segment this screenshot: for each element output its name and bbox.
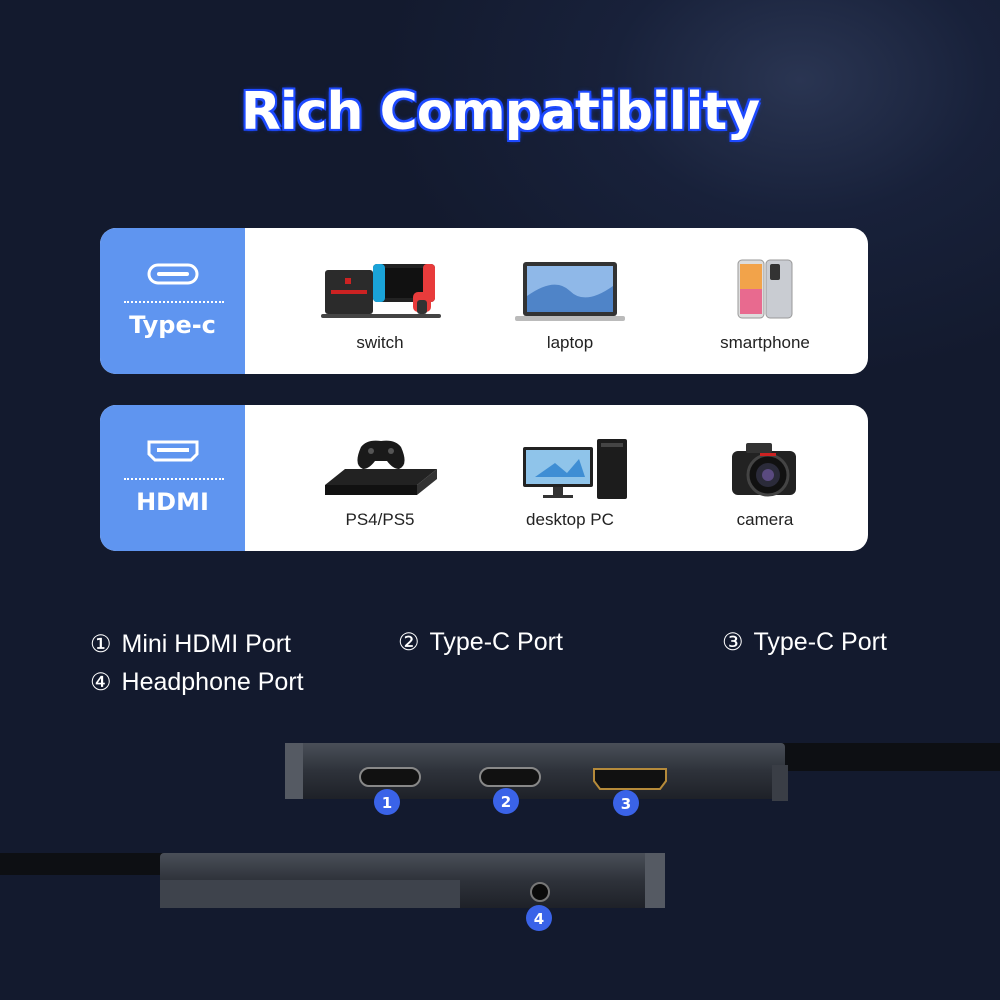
typec-label-box: Type-c: [100, 228, 245, 374]
device-camera: camera: [690, 405, 840, 551]
page-title: Rich Compatibility: [240, 82, 760, 142]
desktop-pc-icon: [523, 439, 627, 499]
device-name: switch: [356, 333, 404, 352]
device-laptop: laptop: [495, 228, 645, 374]
usb-c-port-icon: [359, 767, 421, 787]
monitor-side-top: [285, 743, 1000, 801]
device-switch: switch: [305, 228, 455, 374]
device-ps: PS4/PS5: [305, 405, 455, 551]
typec-compat-card: Type-c switch laptop: [100, 228, 868, 374]
hdmi-label-box: HDMI: [100, 405, 245, 551]
device-desktop: desktop PC: [495, 405, 645, 551]
device-smartphone: smartphone: [690, 228, 840, 374]
monitor-side-bottom: [0, 853, 665, 908]
device-name: laptop: [546, 333, 594, 352]
port-type-label: Type-c: [129, 311, 216, 339]
device-name: smartphone: [720, 333, 810, 352]
hdmi-port-icon: [147, 440, 199, 462]
divider: [124, 301, 224, 303]
hdmi-compat-card: HDMI PS4/PS5 desktop PC: [100, 405, 868, 551]
camera-icon: [732, 443, 796, 497]
monitor-side-views: [0, 743, 1000, 908]
divider: [124, 478, 224, 480]
usb-c-port-icon: [479, 767, 541, 787]
nintendo-switch-icon: [321, 264, 441, 318]
smartphone-icon: [737, 259, 793, 319]
usb-c-port-icon: [147, 263, 199, 285]
device-name: PS4/PS5: [345, 510, 415, 529]
laptop-icon: [515, 262, 625, 321]
hdmi-port-icon: [593, 768, 667, 790]
headphone-jack-icon: [530, 882, 550, 902]
device-name: desktop PC: [526, 510, 614, 529]
port-type-label: HDMI: [136, 488, 209, 516]
game-console-icon: [325, 440, 437, 495]
device-name: camera: [736, 510, 794, 529]
